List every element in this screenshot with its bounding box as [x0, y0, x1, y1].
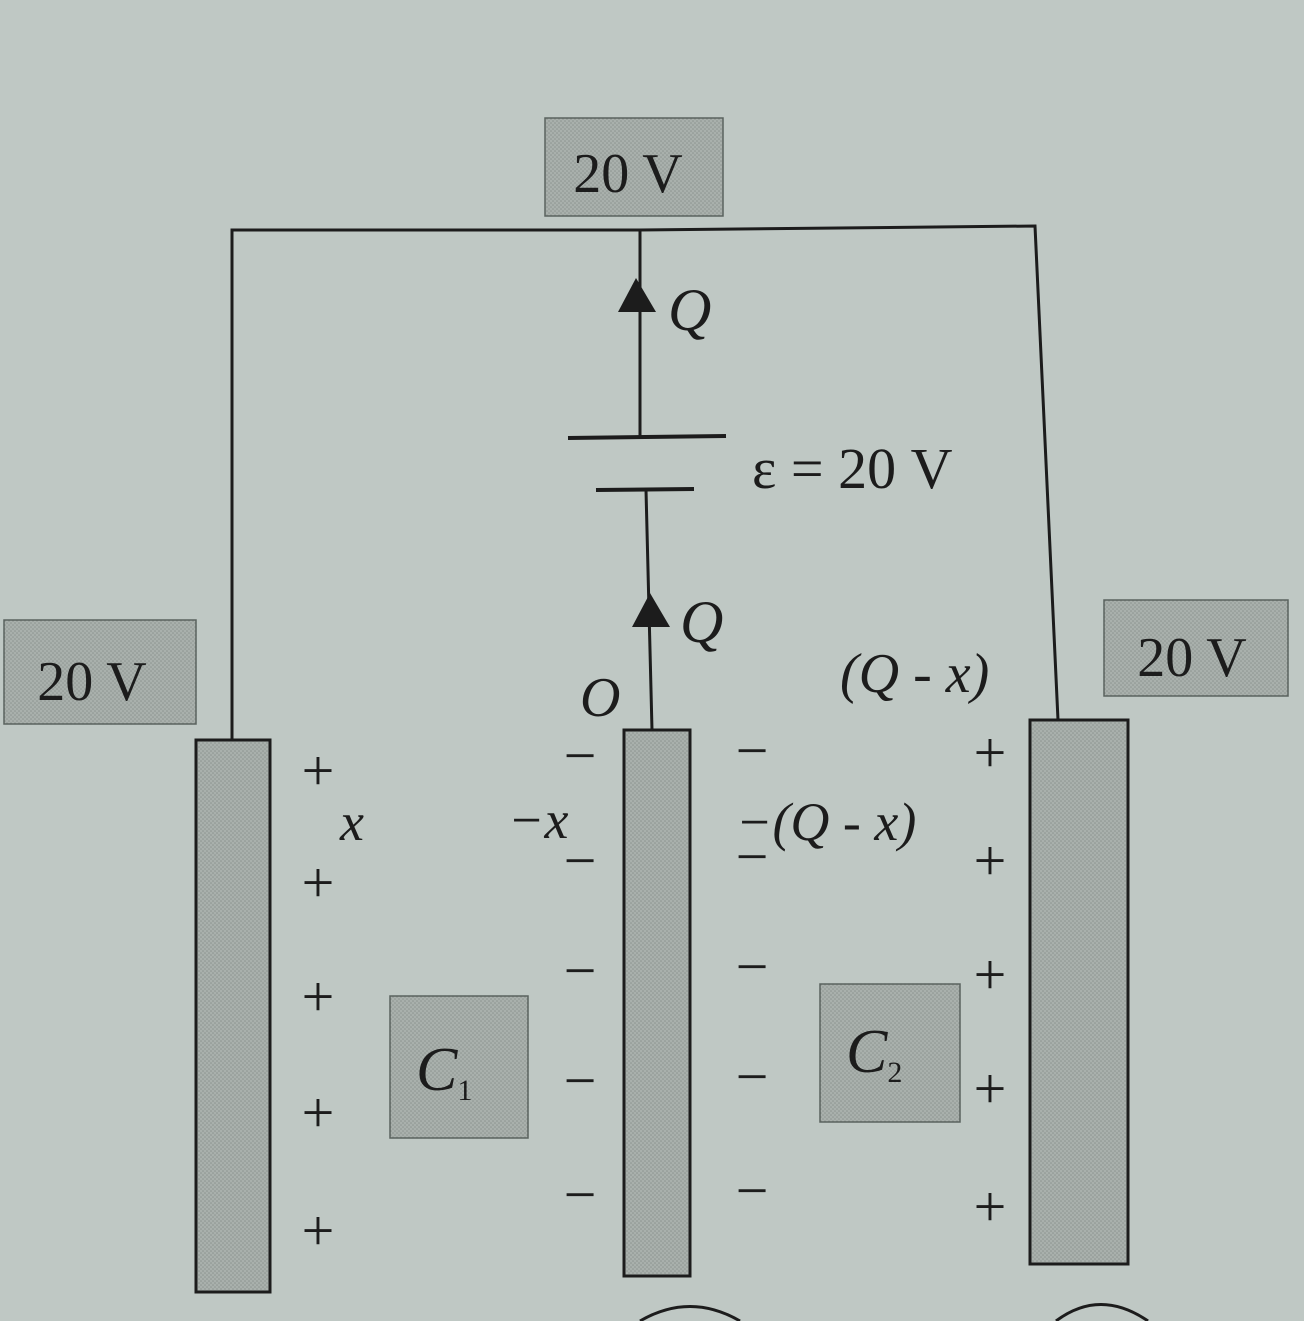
voltage-label-left: 20 V: [37, 651, 146, 713]
capacitor-c1-box: [389, 995, 529, 1139]
plate-sign-left: +: [302, 738, 335, 803]
charge-label-middle-left: −x: [508, 790, 568, 850]
plate-sign-middle-right: −: [736, 824, 769, 889]
plate-sign-right: +: [974, 720, 1007, 785]
plate-sign-middle-left: −: [564, 938, 597, 1003]
plate-sign-right: +: [974, 942, 1007, 1007]
left-wire: [230, 228, 640, 742]
plate-sign-right: +: [974, 1174, 1007, 1239]
current-label-lower: Q: [680, 589, 723, 655]
capacitor-c2-label: C2: [846, 1018, 902, 1089]
charge-label-left: x: [339, 792, 364, 852]
plate-sign-left: +: [302, 1198, 335, 1263]
voltage-box-left: [3, 619, 197, 725]
capacitor-left-plate: [194, 738, 272, 1294]
plate-sign-left: +: [302, 964, 335, 1029]
plate-sign-left: +: [302, 1080, 335, 1145]
plate-sign-left: +: [302, 850, 335, 915]
voltage-label-right: 20 V: [1137, 627, 1246, 689]
capacitor-c2-box: [819, 983, 961, 1123]
plate-sign-middle-right: −: [736, 718, 769, 783]
plate-sign-middle-left: −: [564, 828, 597, 893]
plate-sign-middle-left: −: [564, 723, 597, 788]
plate-sign-right: +: [974, 828, 1007, 893]
arrow-up-icon: [632, 593, 670, 627]
bottom-circle-fragment: [1055, 1303, 1149, 1321]
battery-long-plate: [567, 434, 727, 440]
bottom-circle-fragment: [639, 1305, 741, 1321]
voltage-box-right: [1103, 599, 1289, 697]
plate-sign-middle-right: −: [736, 934, 769, 999]
plate-charge-signs: + + + + + − − − − − − − − − − + + + + +: [302, 718, 1007, 1263]
battery-emf-label: ε = 20 V: [752, 436, 953, 501]
battery-short-plate: [595, 487, 695, 492]
current-label-upper: Q: [668, 277, 711, 343]
capacitor-right-plate: [1028, 718, 1130, 1266]
plate-sign-middle-left: −: [564, 1048, 597, 1113]
capacitor-c1-label: C1: [416, 1036, 472, 1107]
right-wire: [639, 224, 1060, 721]
charge-label-right-top: (Q - x): [840, 643, 989, 705]
voltage-box-top: [544, 117, 724, 217]
voltage-label-top: 20 V: [573, 143, 682, 205]
arrow-up-icon: [618, 278, 656, 312]
plate-sign-right: +: [974, 1056, 1007, 1121]
battery: [567, 434, 727, 492]
node-label: O: [580, 667, 620, 729]
plate-sign-middle-left: −: [564, 1162, 597, 1227]
wires: [230, 224, 1060, 742]
charge-label-middle-right: −(Q - x): [736, 792, 916, 852]
plate-sign-middle-right: −: [736, 1158, 769, 1223]
plate-sign-middle-right: −: [736, 1044, 769, 1109]
capacitor-middle-plate: [622, 728, 692, 1278]
